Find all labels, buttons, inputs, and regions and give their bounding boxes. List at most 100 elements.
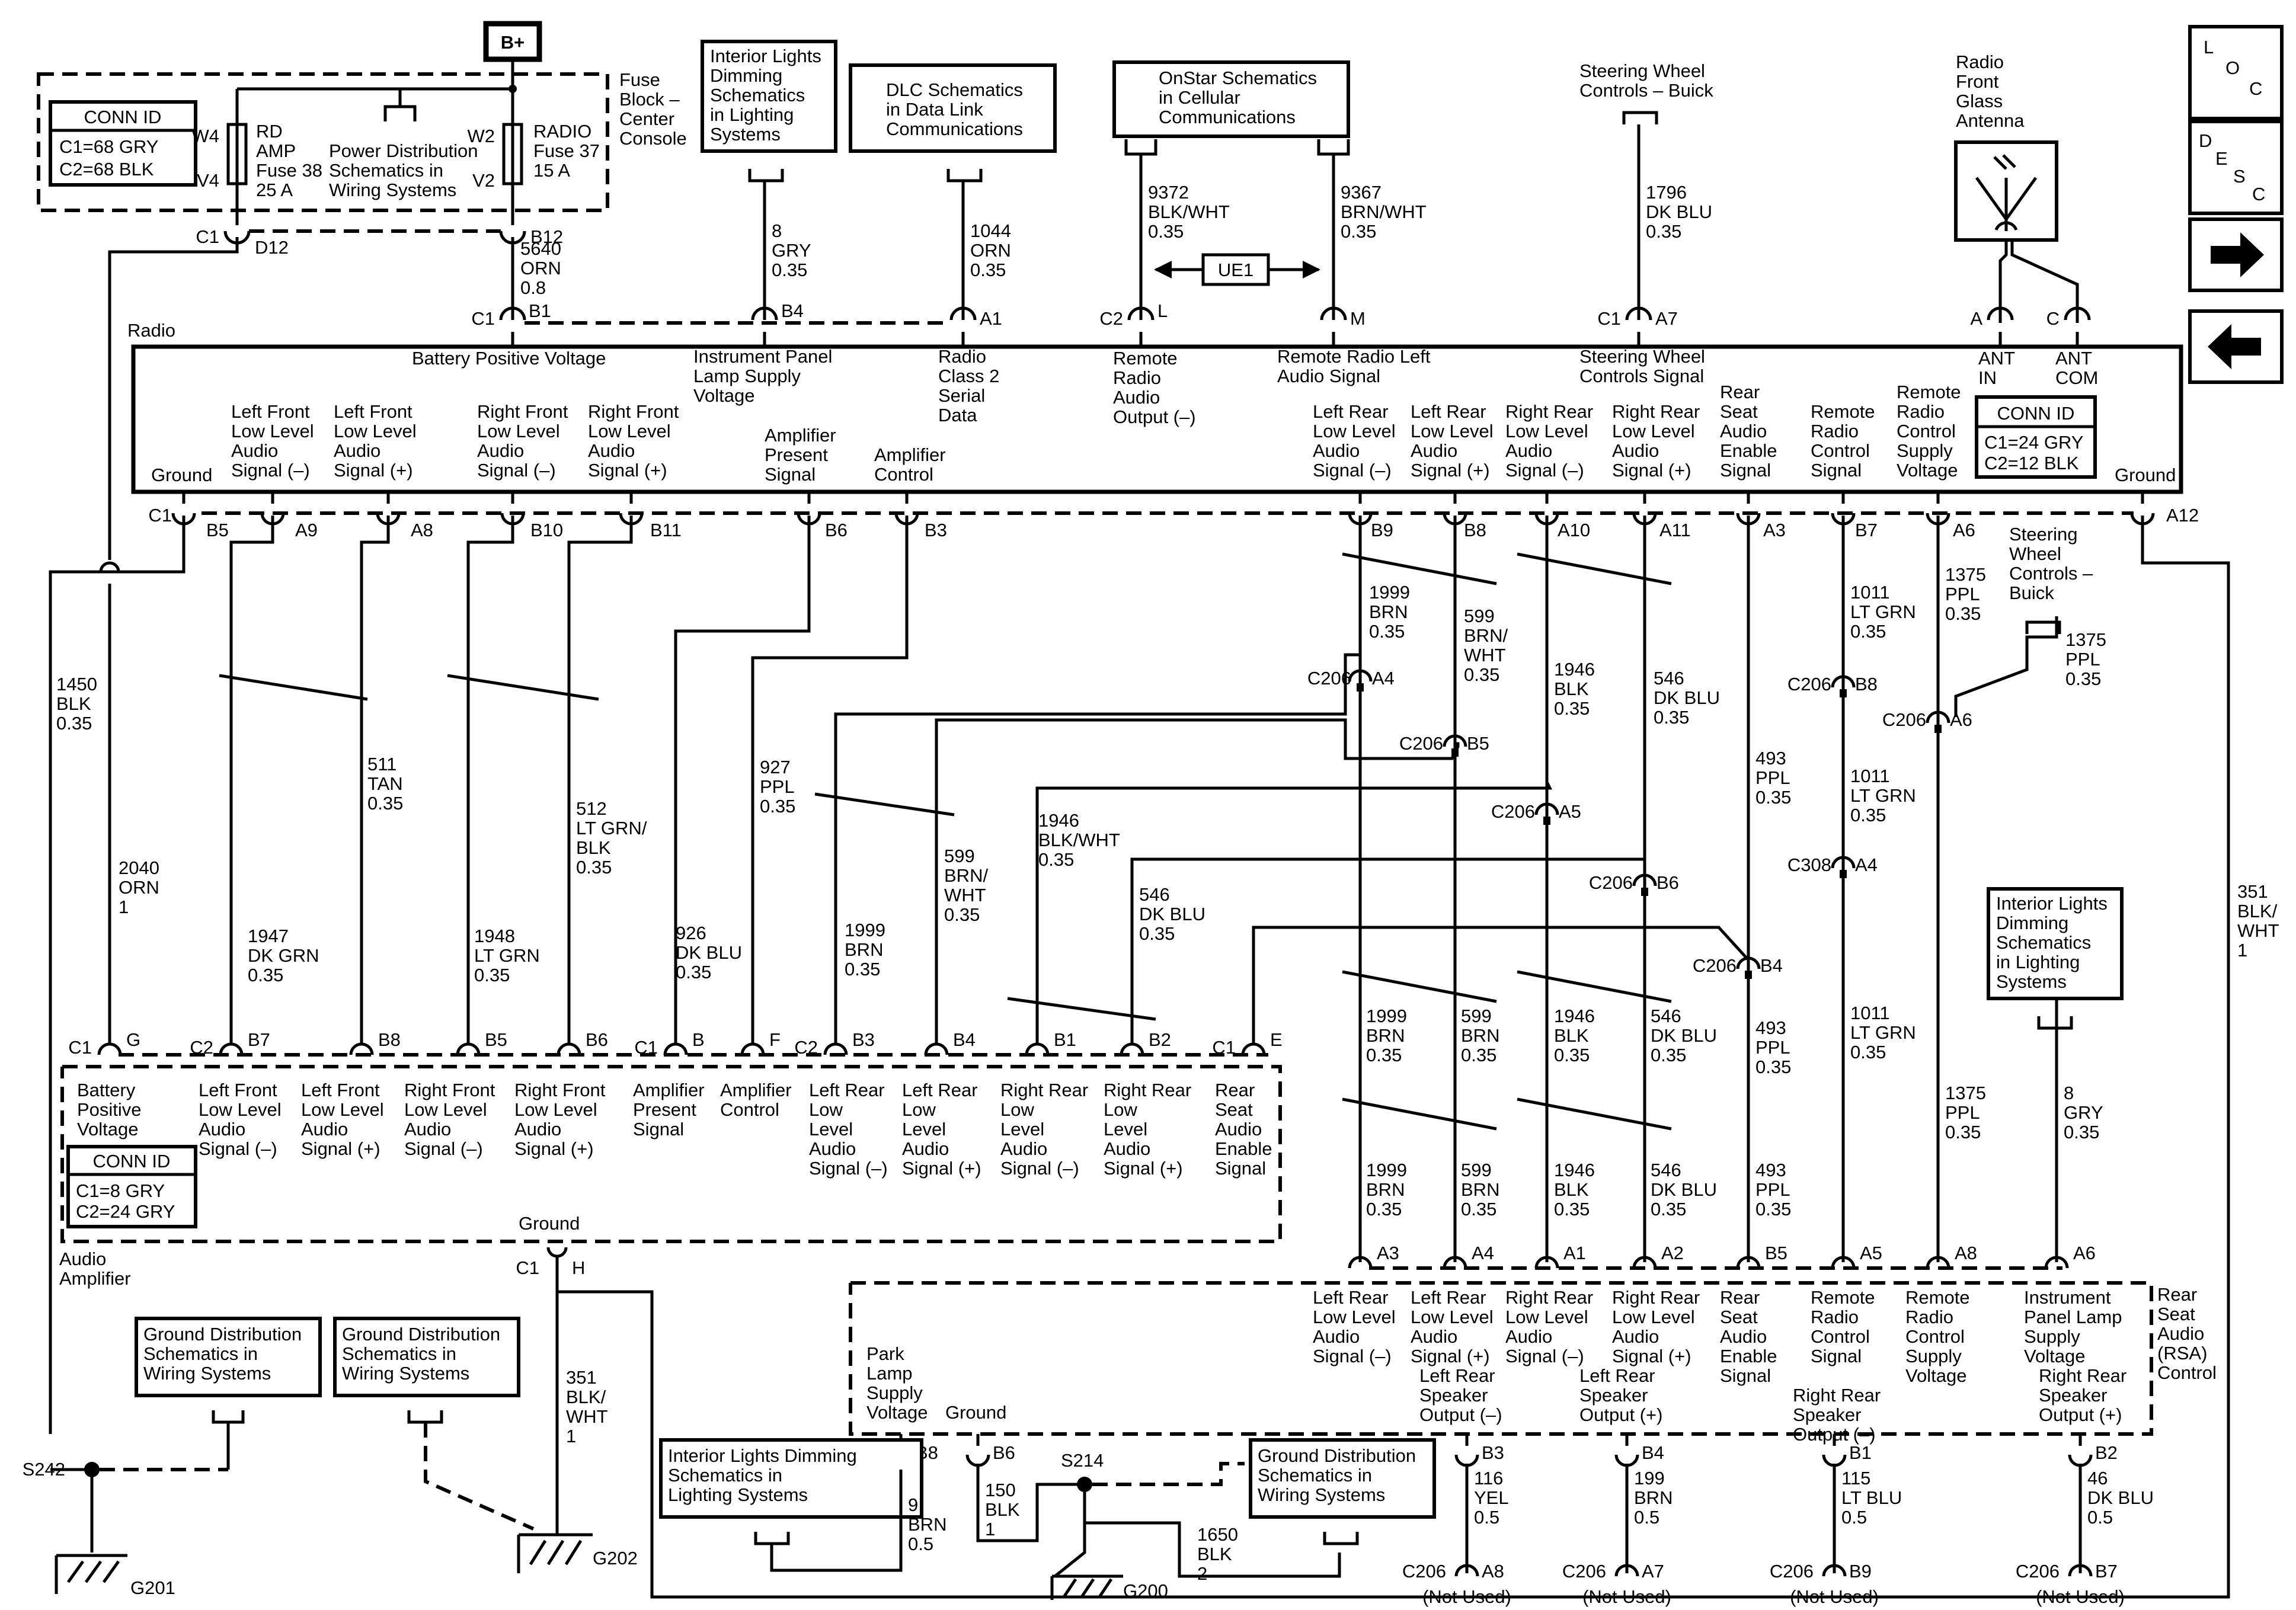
svg-text:Interior Lights: Interior Lights bbox=[710, 46, 821, 66]
amp-pin-label: B7 bbox=[248, 1029, 270, 1050]
svg-text:C1: C1 bbox=[516, 1257, 539, 1278]
svg-text:A6: A6 bbox=[1950, 709, 1972, 730]
svg-text:0.35: 0.35 bbox=[248, 965, 283, 985]
inline-connector-cup bbox=[1831, 675, 1856, 688]
rsa-bottom-pin-label: B6 bbox=[993, 1442, 1015, 1463]
svg-text:Control: Control bbox=[1905, 1326, 1965, 1347]
svg-text:M: M bbox=[1350, 308, 1366, 329]
amp-conn-label: C1 bbox=[634, 1037, 658, 1058]
nav-loc-button[interactable]: L O C bbox=[2188, 25, 2284, 120]
svg-text:B8: B8 bbox=[1464, 520, 1486, 540]
svg-text:H: H bbox=[572, 1257, 585, 1278]
svg-text:0.35: 0.35 bbox=[1755, 1199, 1791, 1219]
nav-desc-button[interactable]: D E S C bbox=[2188, 120, 2284, 215]
svg-text:Remote: Remote bbox=[1113, 348, 1178, 369]
nav-prev-arrow[interactable] bbox=[2188, 309, 2284, 384]
svg-text:9: 9 bbox=[908, 1494, 918, 1515]
radio-module: Radio CONN ID C1=24 GRY C2=12 BLK Batter… bbox=[127, 320, 2183, 494]
svg-text:Control: Control bbox=[720, 1099, 779, 1120]
svg-text:(RSA): (RSA) bbox=[2157, 1343, 2207, 1363]
svg-text:Lighting Systems: Lighting Systems bbox=[668, 1484, 808, 1505]
svg-text:Audio: Audio bbox=[1720, 421, 1767, 441]
svg-text:Fuse 38: Fuse 38 bbox=[256, 160, 322, 181]
svg-text:Audio: Audio bbox=[2157, 1323, 2204, 1344]
mid-wire-labels: 1450 BLK 0.35 2040 ORN 1 1947 DK GRN 0.3… bbox=[56, 564, 2279, 1219]
not-used-pin: B9 bbox=[1849, 1561, 1872, 1582]
svg-text:LT GRN: LT GRN bbox=[474, 945, 540, 966]
rsa-pin-label: B5 bbox=[1765, 1243, 1787, 1263]
svg-text:546: 546 bbox=[1651, 1006, 1681, 1026]
svg-text:Left Rear: Left Rear bbox=[1419, 1365, 1495, 1386]
svg-text:Voltage: Voltage bbox=[1905, 1365, 1966, 1386]
svg-text:BRN: BRN bbox=[845, 939, 883, 960]
not-used-pin: A7 bbox=[1642, 1561, 1664, 1582]
svg-text:Wiring Systems: Wiring Systems bbox=[143, 1363, 271, 1384]
ref-dlc: DLC Schematics in Data Link Communicatio… bbox=[849, 63, 1057, 183]
svg-text:Dimming: Dimming bbox=[710, 65, 782, 86]
amp-connector-cup bbox=[557, 1042, 581, 1055]
svg-text:Ground Distribution: Ground Distribution bbox=[342, 1324, 500, 1345]
svg-text:WHT: WHT bbox=[566, 1406, 608, 1427]
svg-text:Low Level: Low Level bbox=[301, 1099, 384, 1120]
svg-text:Wiring Systems: Wiring Systems bbox=[329, 180, 456, 200]
svg-text:115: 115 bbox=[1841, 1468, 1870, 1489]
battery-positive-box: B+ bbox=[483, 21, 542, 62]
svg-text:493: 493 bbox=[1755, 1160, 1786, 1180]
svg-text:Schematics in: Schematics in bbox=[342, 1343, 456, 1364]
svg-text:Data: Data bbox=[938, 405, 977, 425]
svg-text:Radio: Radio bbox=[1811, 421, 1859, 441]
svg-text:Class 2: Class 2 bbox=[938, 366, 999, 386]
svg-text:Output (–): Output (–) bbox=[1419, 1404, 1502, 1425]
svg-text:Communications: Communications bbox=[1159, 107, 1296, 127]
svg-text:Audio: Audio bbox=[588, 440, 635, 461]
svg-text:Low Level: Low Level bbox=[514, 1099, 597, 1120]
svg-text:Signal (–): Signal (–) bbox=[231, 460, 310, 481]
svg-text:Right Rear: Right Rear bbox=[1505, 1287, 1593, 1308]
svg-text:L: L bbox=[2204, 37, 2214, 57]
svg-text:1: 1 bbox=[566, 1426, 576, 1446]
svg-text:0.35: 0.35 bbox=[1366, 1045, 1402, 1065]
svg-text:PPL: PPL bbox=[1755, 1037, 1790, 1058]
inline-connector-cup bbox=[1926, 710, 1950, 724]
svg-text:9367: 9367 bbox=[1341, 182, 1382, 203]
svg-text:ANT: ANT bbox=[2055, 348, 2092, 369]
svg-text:Speaker: Speaker bbox=[1793, 1404, 1861, 1425]
svg-text:Steering Wheel: Steering Wheel bbox=[1579, 346, 1705, 367]
svg-text:Low Level: Low Level bbox=[1313, 421, 1396, 441]
svg-text:Signal (+): Signal (+) bbox=[1411, 1346, 1490, 1366]
svg-text:1650: 1650 bbox=[1197, 1524, 1238, 1545]
svg-text:Left Front: Left Front bbox=[301, 1080, 380, 1100]
svg-text:0.35: 0.35 bbox=[1654, 707, 1689, 728]
svg-text:Audio: Audio bbox=[1720, 1326, 1767, 1347]
svg-text:Level: Level bbox=[1104, 1119, 1147, 1140]
svg-text:1: 1 bbox=[985, 1519, 995, 1539]
rsa-pin-label: A4 bbox=[1472, 1243, 1494, 1263]
pin-b12: B12 bbox=[530, 226, 563, 247]
svg-text:C2=12 BLK: C2=12 BLK bbox=[1984, 453, 2079, 473]
inline-connector-cup bbox=[1831, 856, 1856, 869]
svg-text:0.35: 0.35 bbox=[1850, 621, 1886, 642]
svg-text:LT GRN/: LT GRN/ bbox=[576, 818, 647, 838]
svg-text:Control: Control bbox=[1897, 421, 1956, 441]
svg-text:B6: B6 bbox=[1657, 872, 1679, 893]
not-used-pin: A8 bbox=[1482, 1561, 1504, 1582]
svg-text:Seat: Seat bbox=[1720, 1307, 1758, 1327]
svg-text:Controls Signal: Controls Signal bbox=[1579, 366, 1704, 386]
amp-connector-cup bbox=[823, 1042, 848, 1055]
svg-text:0.35: 0.35 bbox=[576, 857, 612, 878]
svg-text:Remote: Remote bbox=[1905, 1287, 1970, 1308]
radio-bottom-connectors: C1 B5 A9 A8 B10 B11 B6 B3 B9 B8 A10 A11 … bbox=[148, 492, 2199, 540]
svg-text:Audio: Audio bbox=[199, 1119, 245, 1140]
svg-text:Schematics in: Schematics in bbox=[329, 160, 443, 181]
svg-text:Signal: Signal bbox=[765, 464, 816, 485]
svg-text:Park: Park bbox=[866, 1343, 904, 1364]
svg-text:Signal: Signal bbox=[1215, 1158, 1266, 1179]
not-used-cup bbox=[2068, 1564, 2093, 1577]
nav-next-arrow[interactable] bbox=[2188, 217, 2284, 292]
svg-text:Signal (–): Signal (–) bbox=[404, 1138, 483, 1159]
svg-text:Console: Console bbox=[619, 128, 687, 149]
svg-text:AMP: AMP bbox=[256, 140, 296, 161]
svg-text:DK BLU: DK BLU bbox=[676, 942, 742, 963]
svg-text:1375: 1375 bbox=[1945, 1083, 1986, 1103]
rsa-pin-label: A2 bbox=[1661, 1243, 1684, 1263]
